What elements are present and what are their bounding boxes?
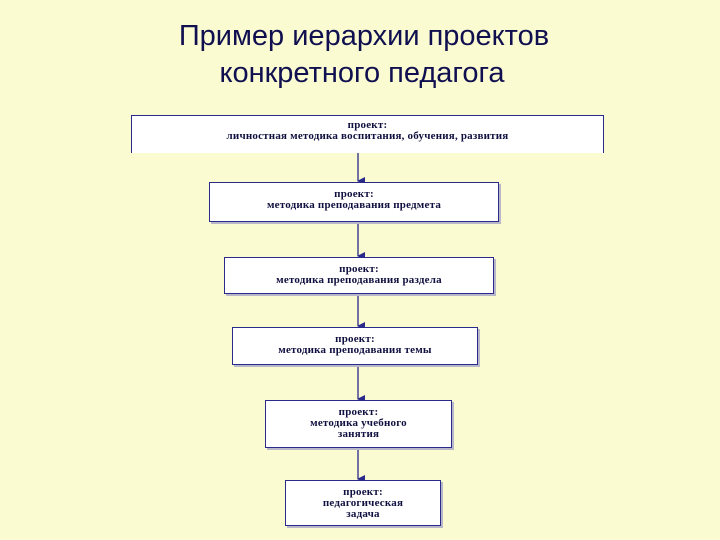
box-text-cont: занятия: [337, 428, 380, 440]
project-box-pedagogical-task: проект: педагогическая задача: [285, 480, 441, 526]
page-title: Пример иерархии проектов конкретного пед…: [0, 18, 720, 92]
box-text: методика преподавания раздела: [276, 274, 442, 286]
box-label: проект:: [347, 119, 388, 131]
project-box-subject-methodology: проект: методика преподавания предмета: [209, 182, 499, 222]
box-text: методика преподавания предмета: [266, 199, 442, 211]
box-label: проект:: [343, 486, 383, 498]
box-text: методика преподавания темы: [278, 344, 432, 356]
box-label: проект:: [335, 333, 375, 345]
title-line-1: Пример иерархии проектов: [178, 20, 550, 52]
box-label: проект:: [338, 406, 379, 418]
box-text: личностная методика воспитания, обучения…: [226, 130, 509, 142]
title-line-2: конкретного педагога: [219, 57, 505, 89]
project-box-section-methodology: проект: методика преподавания раздела: [224, 257, 494, 294]
box-text-cont: задача: [346, 508, 380, 520]
box-label: проект:: [334, 188, 374, 200]
box-label: проект:: [339, 263, 379, 275]
project-box-lesson-methodology: проект: методика учебного занятия: [265, 400, 452, 448]
project-box-topic-methodology: проект: методика преподавания темы: [232, 327, 478, 365]
box-text: педагогическая: [322, 497, 404, 509]
project-box-personal-methodology: проект: личностная методика воспитания, …: [131, 115, 604, 153]
box-text: методика учебного: [310, 417, 407, 429]
